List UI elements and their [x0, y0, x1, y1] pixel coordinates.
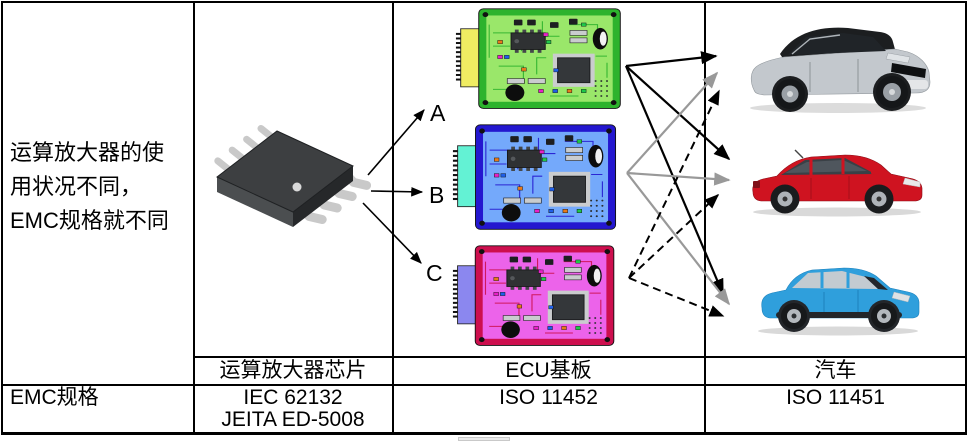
- emc-row-label: EMC规格: [10, 386, 99, 409]
- car-hatchback-red: [752, 149, 923, 217]
- variant-label-b: B: [429, 182, 444, 208]
- header-ecu-board: ECU基板: [505, 359, 592, 382]
- suv-front-wheel: [873, 73, 911, 111]
- header-row-divider: [193, 356, 967, 358]
- header-opamp-chip: 运算放大器芯片: [219, 359, 367, 382]
- ecu-spec: ISO 11452: [499, 386, 598, 409]
- hatch-rear-wheel: [770, 184, 800, 214]
- car-crossover-blue: [758, 267, 920, 336]
- table-outer-border: [1, 1, 967, 435]
- arrows-board-b-to-cars: [626, 71, 731, 306]
- left-note-line-3: EMC规格就不同: [10, 208, 169, 233]
- arrows-board-c-to-cars: [628, 89, 725, 317]
- ecu-board-c: [452, 245, 615, 346]
- car-spec: ISO 11451: [786, 386, 885, 409]
- header-car: 汽车: [814, 359, 857, 382]
- column-divider-3: [704, 1, 706, 434]
- ecu-board-b: [452, 124, 617, 230]
- opamp-specs: IEC 62132 JEITA ED-5008: [194, 387, 392, 431]
- opamp-chip-icon: [214, 125, 372, 227]
- hatch-front-wheel: [864, 184, 894, 214]
- left-note-line-2: 用状况不同，: [10, 174, 143, 199]
- scrollbar-artifact: [458, 437, 510, 441]
- car-suv-silver: [750, 27, 931, 113]
- emc-row-divider: [1, 384, 967, 386]
- left-note: 运算放大器的使 用状况不同， EMC规格就不同: [10, 136, 192, 238]
- variant-label-c: C: [426, 260, 443, 286]
- suv-rear-wheel: [772, 76, 808, 112]
- variant-label-a: A: [430, 100, 446, 126]
- left-note-line-1: 运算放大器的使: [10, 140, 165, 165]
- pin1-dot: [292, 182, 302, 192]
- crossover-rear-wheel: [778, 300, 810, 332]
- column-divider-1: [193, 1, 195, 434]
- ecu-board-a: [455, 8, 621, 110]
- spec-jeita: JEITA ED-5008: [221, 408, 365, 431]
- column-divider-2: [392, 1, 394, 434]
- crossover-front-wheel: [868, 300, 900, 332]
- chip-to-variant-arrows: [362, 109, 425, 264]
- spec-iec: IEC 62132: [243, 386, 343, 409]
- arrows-board-a-to-cars: [624, 51, 731, 296]
